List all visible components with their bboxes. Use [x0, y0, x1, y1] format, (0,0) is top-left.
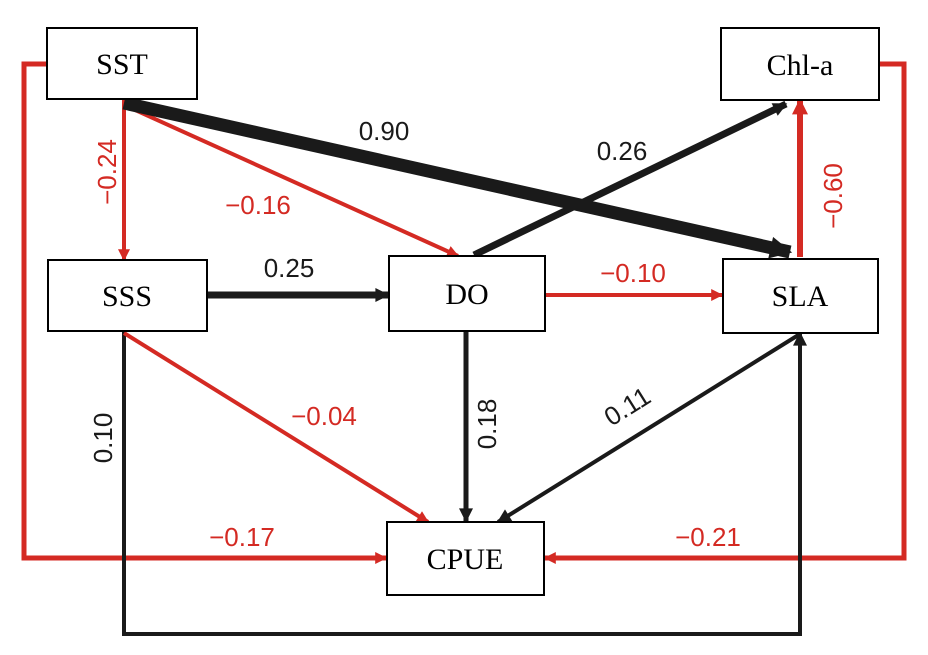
node-do-label: DO [445, 278, 488, 311]
label-sla-chla: −0.60 [818, 163, 848, 229]
node-chla: Chl-a [720, 27, 880, 101]
label-sst-cpue: −0.17 [209, 522, 275, 552]
label-sss-sla: 0.10 [88, 413, 118, 464]
label-sss-do: 0.25 [264, 253, 315, 283]
node-cpue-label: CPUE [427, 543, 504, 576]
edge-chla-cpue [543, 61, 907, 564]
edge-sss-sla [122, 331, 807, 636]
node-cpue: CPUE [386, 521, 545, 596]
node-sss-label: SSS [102, 280, 152, 313]
node-do: DO [388, 255, 546, 332]
edge-sla-cpue [496, 332, 802, 524]
label-sst-sss: −0.24 [92, 139, 122, 205]
edge-do-chla [472, 100, 788, 259]
label-sss-cpue: −0.04 [291, 401, 357, 431]
node-sla: SLA [722, 258, 879, 334]
edge-sst-do [123, 103, 460, 258]
node-sss: SSS [47, 259, 208, 332]
edge-sst-sla [122, 96, 793, 259]
node-chla-label: Chl-a [767, 49, 834, 82]
label-do-chla: 0.26 [597, 136, 648, 166]
label-sla-cpue: 0.11 [599, 381, 656, 432]
label-do-cpue: 0.18 [472, 399, 502, 450]
node-sla-label: SLA [772, 280, 829, 313]
label-do-sla: −0.10 [600, 258, 666, 288]
edge-sst-cpue [21, 61, 388, 564]
node-sst: SST [46, 27, 198, 100]
label-chla-cpue: −0.21 [675, 522, 741, 552]
node-sst-label: SST [96, 48, 148, 81]
edge-sss-cpue [122, 331, 430, 524]
label-sst-do: −0.16 [225, 190, 291, 220]
label-sst-sla: 0.90 [359, 116, 410, 146]
